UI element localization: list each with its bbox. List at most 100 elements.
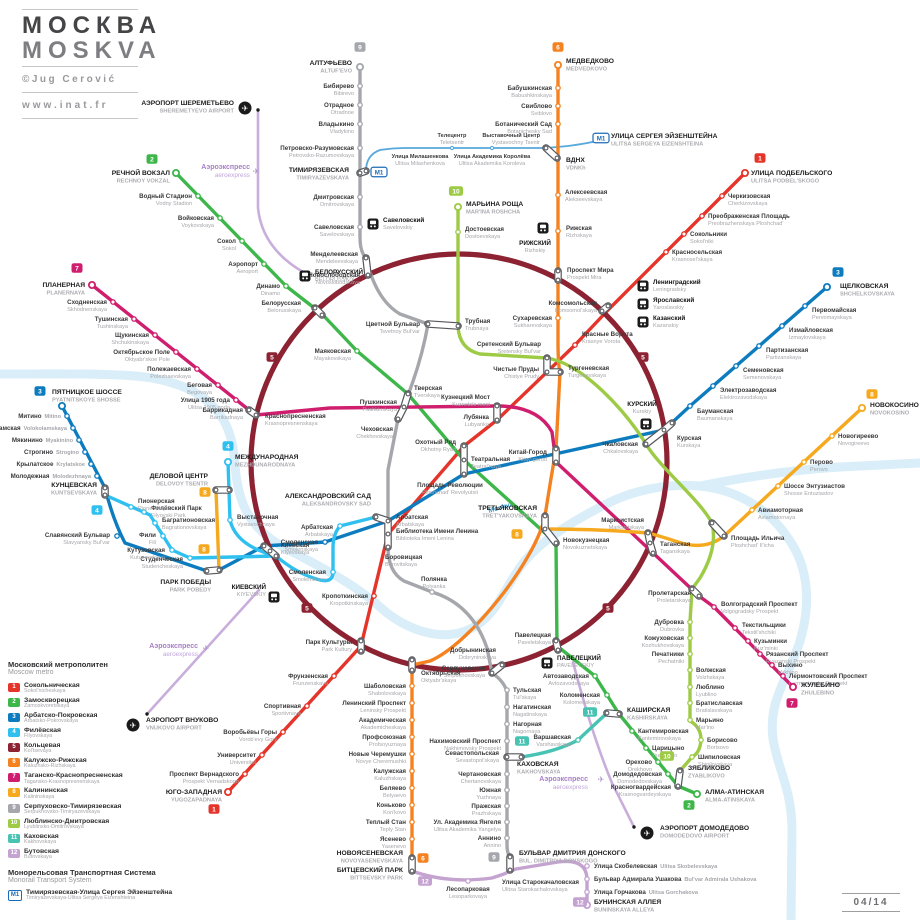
station-dot — [465, 878, 471, 884]
station-label-ru: МЕДВЕДКОВО — [566, 58, 614, 65]
line-11-badge: 11 — [583, 707, 597, 717]
transfer-station-dot — [542, 513, 548, 519]
aeroexpress-path — [146, 588, 261, 715]
station-label-en: BITTSEVSKY PARK — [350, 875, 404, 881]
station-label-en: Dostoevskaya — [465, 234, 501, 240]
station-label-en: Shabolovskaya — [368, 691, 407, 697]
terminus-dot — [858, 403, 867, 412]
station-label-ru: Полежаевская — [147, 366, 191, 373]
station-label-en: Chertanovskaya — [461, 779, 502, 785]
transfer-station-dot — [721, 533, 727, 539]
transfer-station-dot — [409, 657, 415, 663]
station-label-ru: Динамо — [256, 283, 280, 290]
station-label-en: Pechatniki — [658, 659, 684, 665]
station-label-ru: Сокол — [217, 238, 236, 245]
station-label-ru: Смоленская — [281, 539, 319, 546]
transfer-station-dot — [553, 446, 559, 452]
line-1-badge: 1 — [754, 153, 766, 163]
station-label-ru: Ул. Академика Янгеля — [433, 819, 501, 826]
station-dot — [555, 121, 561, 127]
station-dot — [689, 754, 695, 760]
station-label-en: Ulitsa Akademika Yangelya — [434, 827, 502, 833]
station-label-en: Fili — [149, 540, 156, 546]
station-label-ru: Новокузнецкая — [563, 537, 610, 544]
line-7-badge: 7 — [786, 698, 798, 708]
station-label-ru: Преображенская Площадь — [708, 213, 790, 220]
line-6-badge: 6 — [417, 853, 429, 863]
legend-line-name-en: Kol'tsevaya — [24, 748, 52, 755]
station-label-en: Nagornaya — [513, 729, 541, 735]
aeroexpress-label-en: aeroexpress — [163, 651, 198, 658]
svg-text:6: 6 — [556, 44, 560, 51]
station-label-en: Alekseevskaya — [565, 197, 603, 203]
station-label-ru: Дубровка — [654, 619, 684, 626]
transfer-station-dot — [555, 647, 561, 653]
station-label-ru: Нагатинская — [513, 704, 551, 711]
station-label-en: MEDVEDKOVO — [566, 66, 608, 72]
station-dot — [801, 459, 807, 465]
terminus-dot — [693, 790, 702, 799]
station-dot — [131, 316, 137, 322]
line-3-badge: 3 — [8, 713, 20, 723]
station-label-ru: Университет — [217, 752, 256, 759]
station-dot — [152, 520, 158, 526]
station-label-en: Ryazanski Prospekt — [766, 659, 816, 665]
transfer-station-dot — [319, 312, 325, 318]
website-link[interactable]: www.inat.fr — [22, 100, 109, 112]
line-11-badge: 11 — [8, 833, 20, 843]
transfer-station-dot — [204, 568, 210, 574]
station-label-en: Kropotkinskaya — [330, 601, 369, 607]
station-label-ru: Беляево — [380, 785, 407, 792]
station-dot — [337, 523, 343, 529]
station-label-en: Prazhskaya — [472, 811, 502, 817]
line-1-badge: 1 — [208, 804, 220, 814]
line-2-badge: 2 — [8, 698, 20, 708]
station-dot — [409, 700, 415, 706]
station-label-ru: Охотный Ряд — [415, 439, 456, 446]
station-label-en: Polyanka — [422, 584, 446, 590]
station-label-en: Frunzenskaya — [293, 681, 329, 687]
aeroexpress-label-ru: Аэроэкспресс — [149, 643, 198, 650]
station-label-ru: Улица Милашенкова — [392, 154, 450, 160]
legend-line-name-en: Lyublinsko-Dmitrovskaya — [24, 823, 84, 830]
station-dot — [94, 473, 100, 479]
station-dot — [357, 194, 363, 200]
station-label-ru: Цветной Бульвар — [366, 321, 420, 328]
monorail-badge: М1 — [592, 132, 610, 144]
line-10-badge: 10 — [660, 751, 674, 761]
legend-line-name-en: Kalininskaya — [24, 793, 55, 800]
legend-line-name-ru: Люблинско-Дмитровская — [24, 817, 110, 825]
line-2-badge: 2 — [683, 800, 695, 810]
terminus-dot — [88, 280, 97, 289]
station-label-ru: РЕЧНОЙ ВОКЗАЛ — [112, 168, 171, 177]
station-dot — [775, 483, 781, 489]
station-label-en: Nagatinskaya — [513, 712, 548, 718]
station-dot — [756, 343, 762, 349]
metro-line-8 — [214, 406, 864, 571]
station-label-en: Voykovskaya — [181, 223, 215, 229]
station-label-ru: Авиамоторная — [758, 507, 803, 514]
